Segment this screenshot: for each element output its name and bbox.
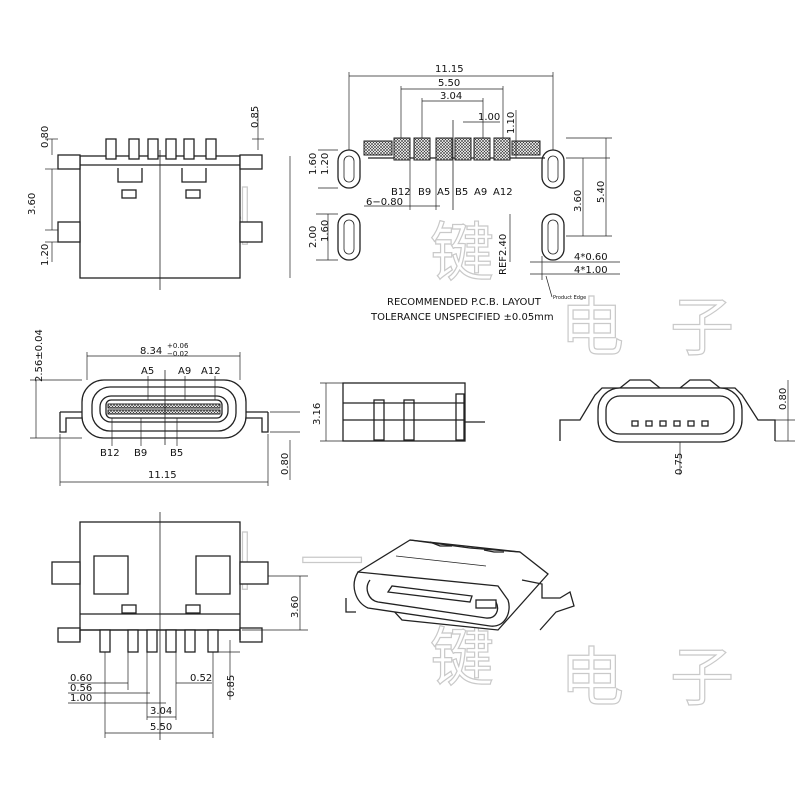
dim-256: 2.56±0.04 <box>34 329 45 382</box>
left-tab-top <box>57 154 81 170</box>
left-tab-bottom <box>57 221 81 243</box>
dim-080: 0.80 <box>40 126 51 148</box>
front-pin-A9: A9 <box>178 366 191 377</box>
watermark-char-6: 子 <box>670 292 734 366</box>
front-view: 8.34 +0.06 −0.02 2.56±0.04 A5 A9 A12 B12… <box>30 329 300 486</box>
dim-085: 0.85 <box>250 106 261 128</box>
front-tongue-lower <box>107 409 221 415</box>
dim-550: 5.50 <box>438 78 460 89</box>
pin-label-A12: A12 <box>493 187 513 198</box>
top-pin <box>205 138 217 160</box>
dim-1115-front: 11.15 <box>148 470 177 481</box>
pcb-pad <box>493 137 511 161</box>
dim-200: 2.00 <box>308 226 319 248</box>
top-pin <box>105 138 117 160</box>
watermark-char-6b: 子 <box>670 642 734 716</box>
dim-120: 1.20 <box>40 244 51 266</box>
pin-label-B5: B5 <box>455 187 468 198</box>
top-pin <box>165 138 177 160</box>
pcb-pad-right <box>511 140 541 156</box>
top-pin <box>183 138 195 160</box>
tolerance-note: TOLERANCE UNSPECIFIED ±0.05mm <box>370 312 554 323</box>
layout-title: RECOMMENDED P.C.B. LAYOUT <box>387 297 542 308</box>
dim-075: 0.75 <box>674 453 685 475</box>
dim-360: 3.60 <box>27 193 38 215</box>
pcb-slot-bottom-right <box>541 213 565 261</box>
side-view: 3.16 <box>312 382 485 442</box>
dim-360-bottom: 3.60 <box>290 596 301 618</box>
dim-1115: 11.15 <box>435 64 464 75</box>
dim-052: 0.52 <box>190 673 212 684</box>
front-pin-B9: B9 <box>134 448 147 459</box>
dim-4x100: 4*1.00 <box>574 265 608 276</box>
front-pin-A5: A5 <box>141 366 154 377</box>
pin-label-A5: A5 <box>437 187 450 198</box>
bottom-view: 3.60 0.60 0.56 1.00 0.52 3.04 5.50 0.85 <box>51 512 308 740</box>
right-tab-bottom <box>239 221 263 243</box>
dim-100-bottom: 1.00 <box>70 693 92 704</box>
dim-120-pcb: 1.20 <box>320 153 331 175</box>
dim-360-pcb: 3.60 <box>573 190 584 212</box>
dim-834-minus: −0.02 <box>167 350 188 358</box>
dim-100: 1.00 <box>478 112 500 123</box>
top-pin <box>128 138 140 160</box>
dim-160: 1.60 <box>308 153 319 175</box>
pcb-layout: 11.15 5.50 3.04 1.00 1.10 1.60 1.20 2.00… <box>308 64 620 323</box>
dim-085-bottom: 0.85 <box>226 675 237 697</box>
isometric-view <box>345 539 575 631</box>
top-pin <box>147 138 159 160</box>
pin-label-A9: A9 <box>474 187 487 198</box>
front-pin-B5: B5 <box>170 448 183 459</box>
end-shell <box>597 387 743 443</box>
dim-056: 0.56 <box>70 683 92 694</box>
front-shell <box>81 379 247 439</box>
dim-4x060: 4*0.60 <box>574 252 608 263</box>
top-view: 0.80 3.60 1.20 0.85 <box>27 106 291 290</box>
product-edge-label: Product Edge <box>553 295 586 301</box>
watermark-char-5b: 电 <box>560 642 624 716</box>
front-pin-A12: A12 <box>201 366 221 377</box>
watermark-char-5: 电 <box>560 292 624 366</box>
front-tongue-upper <box>107 403 221 409</box>
watermark: 温 州 温 州 一 键 电 子 键 电 子 <box>84 181 734 716</box>
dim-060: 0.60 <box>70 673 92 684</box>
front-pin-B12: B12 <box>100 448 120 459</box>
pcb-pad <box>435 137 453 161</box>
bottom-right-tab <box>239 561 269 585</box>
pcb-pad <box>454 137 472 161</box>
dim-834-plus: +0.06 <box>167 342 189 350</box>
dim-080-front: 0.80 <box>280 453 291 475</box>
right-tab-top <box>239 154 263 170</box>
dim-550-bottom: 5.50 <box>150 722 172 733</box>
dim-304: 3.04 <box>440 91 462 102</box>
dim-ref240: REF2.40 <box>498 234 509 275</box>
dim-304-bottom: 3.04 <box>150 706 172 717</box>
pcb-pad <box>413 137 431 161</box>
pcb-pad-left <box>363 140 393 156</box>
watermark-char-4b: 键 <box>430 622 494 696</box>
dim-080-end: 0.80 <box>778 388 789 410</box>
watermark-char-4: 键 <box>430 217 494 291</box>
pcb-slot-bottom-left <box>337 213 361 261</box>
dim-160b: 1.60 <box>320 220 331 242</box>
bottom-left-tab <box>51 561 81 585</box>
pin-label-B12: B12 <box>391 187 411 198</box>
dim-110: 1.10 <box>506 112 517 134</box>
dim-6x080: 6−0.80 <box>366 197 403 208</box>
pin-label-B9: B9 <box>418 187 431 198</box>
dim-834: 8.34 <box>140 346 162 357</box>
dim-540: 5.40 <box>596 181 607 203</box>
pcb-pad <box>473 137 491 161</box>
pcb-pad <box>393 137 411 161</box>
dim-316: 3.16 <box>312 403 323 425</box>
end-view: 0.80 0.75 <box>559 379 795 475</box>
